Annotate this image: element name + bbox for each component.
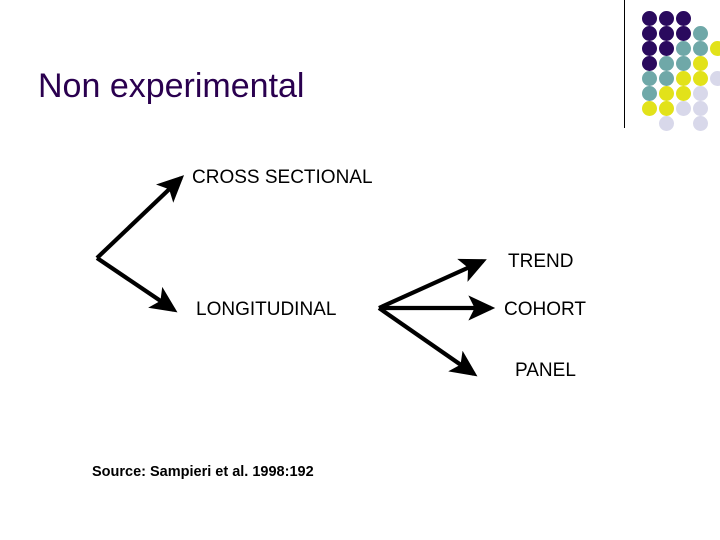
decorative-dot	[659, 86, 674, 101]
arrow-long-to-panel	[377, 306, 478, 377]
vertical-rule-divider	[624, 0, 625, 128]
decorative-dot	[693, 71, 708, 86]
decorative-dot	[659, 116, 674, 131]
decorative-dot	[659, 101, 674, 116]
decorative-dot	[642, 26, 657, 41]
decorative-dot	[676, 26, 691, 41]
decorative-dot	[676, 86, 691, 101]
node-cross-sectional: CROSS SECTIONAL	[192, 167, 373, 188]
decorative-dot	[642, 11, 657, 26]
dot-grid-decoration	[620, 0, 720, 132]
decorative-dot	[693, 26, 708, 41]
node-longitudinal: LONGITUDINAL	[196, 299, 337, 320]
decorative-dot	[676, 56, 691, 71]
decorative-dot	[659, 26, 674, 41]
decorative-dot	[693, 56, 708, 71]
decorative-dot	[710, 71, 720, 86]
decorative-dot	[659, 56, 674, 71]
page-title: Non experimental	[38, 67, 305, 105]
decorative-dot	[676, 41, 691, 56]
decorative-dot	[642, 86, 657, 101]
decorative-dot	[659, 11, 674, 26]
node-panel: PANEL	[515, 360, 576, 381]
decorative-dot	[642, 71, 657, 86]
node-trend: TREND	[508, 251, 574, 272]
arrow-root-left-to-long	[95, 256, 178, 313]
decorative-dot	[676, 11, 691, 26]
decorative-dot	[693, 101, 708, 116]
arrow-long-to-trend	[378, 258, 487, 310]
decorative-dot	[659, 41, 674, 56]
arrow-root-left-to-cross	[95, 175, 185, 260]
decorative-dot	[676, 71, 691, 86]
decorative-dot	[642, 56, 657, 71]
decorative-dot	[659, 71, 674, 86]
decorative-dot	[710, 41, 720, 56]
decorative-dot	[693, 86, 708, 101]
decorative-dot	[642, 41, 657, 56]
decorative-dot	[693, 41, 708, 56]
decorative-dot	[676, 101, 691, 116]
decorative-dot	[693, 116, 708, 131]
decorative-dot	[642, 101, 657, 116]
source-citation: Source: Sampieri et al. 1998:192	[92, 464, 314, 480]
node-cohort: COHORT	[504, 299, 586, 320]
